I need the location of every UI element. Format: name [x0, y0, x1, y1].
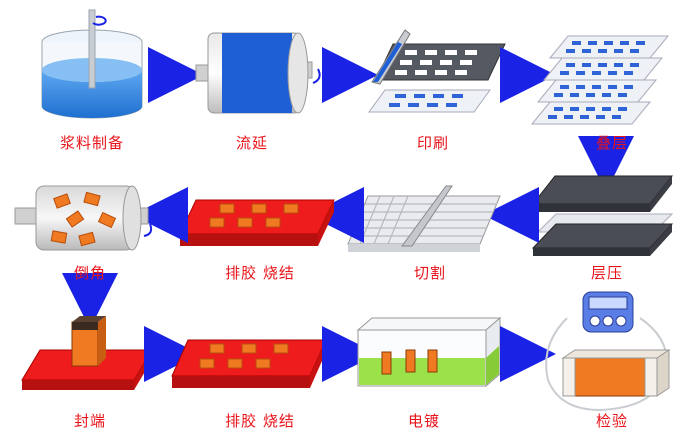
slurry-tank-illustration: [41, 9, 143, 119]
termination-illustration: [21, 316, 153, 390]
label-printing: 印刷: [416, 134, 449, 152]
label-electroplating: 电镀: [407, 412, 440, 430]
sintering-tray-illustration: [179, 199, 335, 246]
chamfer-drum-illustration: [14, 185, 153, 251]
plating-tank-illustration: [356, 316, 502, 388]
label-termination: 封端: [73, 412, 106, 430]
label-lamination: 层压: [590, 264, 623, 282]
inspection-illustration: [545, 291, 671, 412]
label-slurry-preparation: 浆料制备: [59, 134, 124, 152]
printing-illustration: [368, 29, 506, 113]
casting-roll-illustration: [195, 32, 321, 114]
label-debinding-sintering-2: 排胶 烧结: [225, 412, 295, 430]
label-inspection: 检验: [595, 412, 628, 430]
label-debinding-sintering: 排胶 烧结: [225, 264, 295, 282]
label-tape-casting: 流延: [235, 134, 268, 152]
cutting-illustration: [347, 185, 501, 252]
label-cutting: 切割: [413, 264, 446, 282]
sintering-tray-illustration-2: [171, 339, 327, 388]
label-stacking: 叠层: [595, 134, 628, 152]
lamination-press-illustration: [531, 175, 674, 256]
stacked-sheets-illustration: [530, 35, 670, 125]
label-chamfering: 倒角: [73, 264, 106, 282]
